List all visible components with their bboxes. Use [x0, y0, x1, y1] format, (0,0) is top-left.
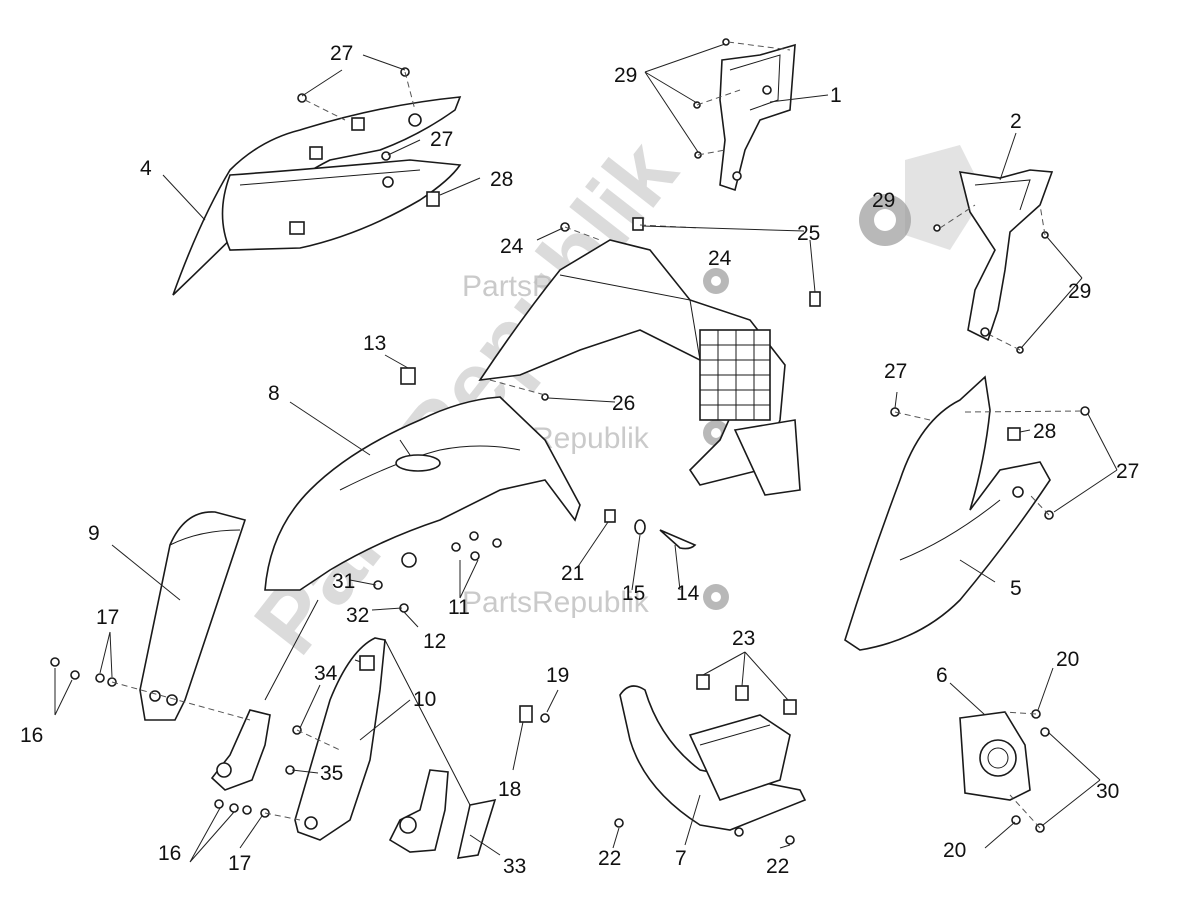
callout-15: 15 [622, 582, 645, 605]
callout-28-left: 28 [490, 168, 513, 191]
part-1-upper-bracket [719, 43, 796, 192]
callout-16-left: 16 [20, 724, 43, 747]
callout-7: 7 [675, 847, 687, 870]
callout-27-far-right: 27 [1116, 460, 1139, 483]
callout-8: 8 [268, 382, 280, 405]
callout-21: 21 [561, 562, 584, 585]
callout-22-right: 22 [766, 855, 789, 878]
callout-12: 12 [423, 630, 446, 653]
callout-30: 30 [1096, 780, 1119, 803]
callout-27-upper: 27 [430, 128, 453, 151]
callout-20-top: 20 [1056, 648, 1079, 671]
callout-16-bottom: 16 [158, 842, 181, 865]
part-2-right-bracket [958, 169, 1054, 342]
callout-14: 14 [676, 582, 700, 605]
part-4-left-side-panel [172, 96, 462, 296]
callout-4: 4 [140, 157, 152, 180]
callout-labels: 1 2 4 5 6 7 8 9 10 11 12 13 14 15 16 16 … [20, 42, 1139, 878]
part-8-front-mudguard [264, 396, 581, 591]
callout-2: 2 [1010, 110, 1022, 133]
callout-29-top: 29 [614, 64, 637, 87]
callout-1: 1 [830, 84, 842, 107]
callout-11: 11 [448, 596, 470, 619]
part-9-left-fork-guard [139, 511, 247, 721]
callout-5: 5 [1010, 577, 1022, 600]
callout-28-right: 28 [1033, 420, 1056, 443]
callout-10: 10 [413, 688, 436, 711]
callout-13: 13 [363, 332, 386, 355]
callout-35: 35 [320, 762, 343, 785]
callout-34: 34 [314, 662, 338, 685]
assembly-lines [111, 41, 1086, 829]
callout-24-left: 24 [500, 235, 524, 258]
part-3-headlight-carrier [478, 239, 801, 496]
part-6-cover [959, 711, 1031, 801]
callout-20-bottom: 20 [943, 839, 966, 862]
headlight-grille [699, 329, 771, 421]
part-7-bash-plate [619, 685, 807, 831]
callout-27-right: 27 [884, 360, 907, 383]
watermark-text-3: PartsRepublik [462, 586, 650, 619]
callout-18: 18 [498, 778, 521, 801]
callout-22-left: 22 [598, 847, 621, 870]
gear-icon [703, 268, 729, 294]
callout-33: 33 [503, 855, 526, 878]
part-33-reflector [456, 798, 497, 859]
callout-24-right: 24 [708, 247, 732, 270]
callout-27-top: 27 [330, 42, 353, 65]
callout-17-left: 17 [96, 606, 119, 629]
gear-icon [859, 194, 911, 246]
part-5-right-side-panel [844, 375, 1051, 651]
callout-29-mid: 29 [872, 189, 895, 212]
callout-31: 31 [332, 570, 355, 593]
watermark-wrench-icon [905, 145, 985, 250]
callout-23: 23 [732, 627, 755, 650]
callout-17-bottom: 17 [228, 852, 251, 875]
callout-32: 32 [346, 604, 369, 627]
right-fork-leg [388, 769, 449, 853]
callout-19: 19 [546, 664, 569, 687]
callout-6: 6 [936, 664, 948, 687]
callout-26: 26 [612, 392, 635, 415]
left-fork-leg [210, 709, 271, 791]
callout-25: 25 [797, 222, 820, 245]
callout-9: 9 [88, 522, 100, 545]
gear-icon [703, 584, 729, 610]
part-10-right-fork-guard [294, 637, 386, 841]
leader-lines [54, 43, 1118, 863]
callout-29-right: 29 [1068, 280, 1091, 303]
